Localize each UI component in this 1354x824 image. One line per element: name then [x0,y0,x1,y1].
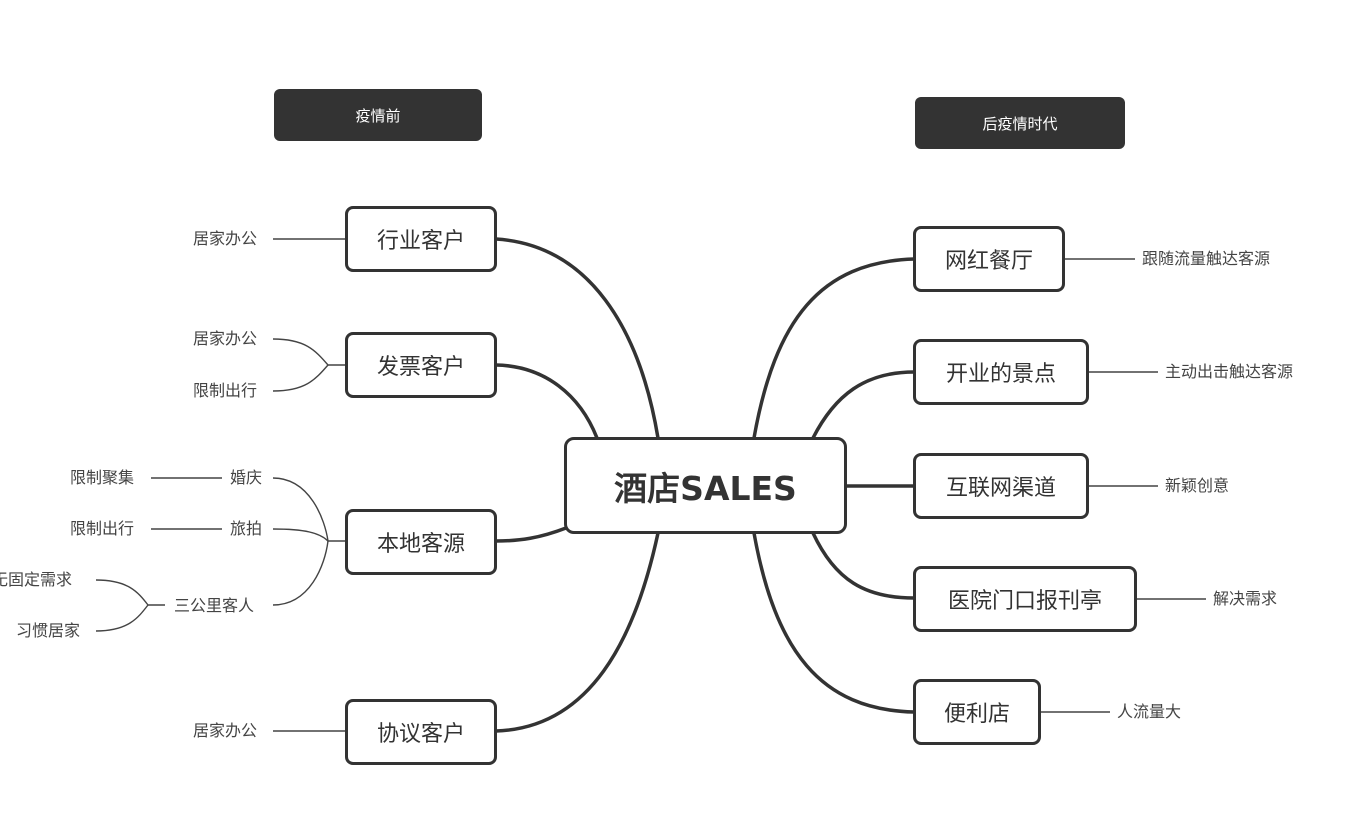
subtopic-wedding[interactable]: 婚庆 [230,468,263,487]
subtopic-travel-restricted[interactable]: 限制出行 [70,519,135,538]
subtopic-work-from-home[interactable]: 居家办公 [193,721,258,740]
left-header-pre-pandemic[interactable]: 疫情前 [274,89,482,141]
subtopic-used-to-staying-home[interactable]: 习惯居家 [16,621,81,640]
subtopic-solve-needs[interactable]: 解决需求 [1213,589,1278,608]
right-header-post-pandemic[interactable]: 后疫情时代 [915,97,1125,149]
link-3km-leaf2 [95,604,149,632]
topic-influencer-restaurant[interactable]: 网红餐厅 [913,226,1065,292]
link-center-local [494,526,568,543]
subtopic-high-foot-traffic[interactable]: 人流量大 [1117,702,1182,721]
topic-convenience-store[interactable]: 便利店 [913,679,1041,745]
link-3km-leaf1 [95,579,165,606]
subtopic-follow-traffic[interactable]: 跟随流量触达客源 [1142,249,1271,268]
topic-internet-channels[interactable]: 互联网渠道 [913,453,1089,519]
link-center-hospital [811,531,916,600]
link-center-agreement [494,531,660,733]
subtopic-work-from-home[interactable]: 居家办公 [193,329,258,348]
central-topic[interactable]: 酒店SALES [564,437,847,534]
topic-invoice-clients[interactable]: 发票客户 [345,332,497,398]
topic-opened-scenic-spots[interactable]: 开业的景点 [913,339,1089,405]
subtopic-no-fixed-demand[interactable]: 无固定需求 [0,570,73,589]
link-center-influencer [752,257,916,440]
link-center-scenic [811,370,916,440]
link-local-travel [272,528,329,542]
link-center-industry [494,237,660,440]
link-center-store [752,531,916,714]
subtopic-work-from-home[interactable]: 居家办公 [193,229,258,248]
link-local-wedding [272,477,346,542]
topic-agreement-clients[interactable]: 协议客户 [345,699,497,765]
link-invoice-leaf2 [272,364,329,392]
link-local-3km [272,540,329,606]
subtopic-travel-restricted[interactable]: 限制出行 [193,381,258,400]
subtopic-travel-photo[interactable]: 旅拍 [230,519,263,538]
topic-hospital-newsstand[interactable]: 医院门口报刊亭 [913,566,1137,632]
subtopic-gathering-restricted[interactable]: 限制聚集 [70,468,135,487]
link-invoice-leaf1 [272,338,346,366]
subtopic-proactive-outreach[interactable]: 主动出击触达客源 [1165,362,1294,381]
link-center-invoice [494,363,599,440]
subtopic-novel-ideas[interactable]: 新颖创意 [1165,476,1230,495]
topic-industry-clients[interactable]: 行业客户 [345,206,497,272]
subtopic-3km-guests[interactable]: 三公里客人 [174,596,255,615]
topic-local-clients[interactable]: 本地客源 [345,509,497,575]
